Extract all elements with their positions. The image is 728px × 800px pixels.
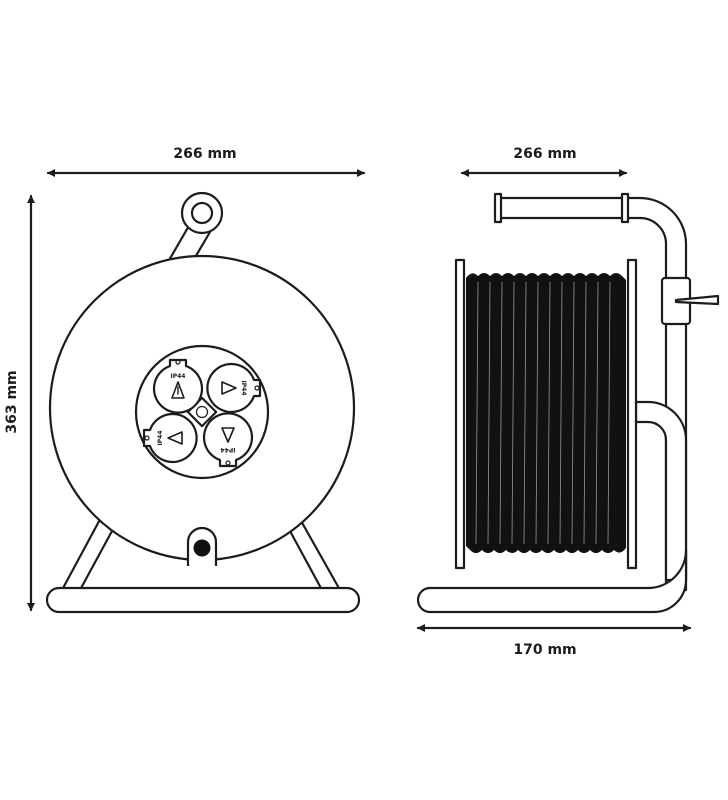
side-clamp-pin <box>674 294 720 306</box>
side-cable-strands <box>475 281 611 545</box>
side-base-bar <box>416 548 688 614</box>
side-top-label: 266 mm <box>513 146 576 162</box>
socket-bottom-right: IP44 <box>202 412 254 468</box>
front-width-dimension: 266 mm <box>46 146 366 177</box>
side-handle-flange-left <box>493 192 503 224</box>
front-handle-ring-hole <box>190 201 214 225</box>
socket-bottom-left-ip-label: IP44 <box>157 431 164 446</box>
socket-top-left: IP44 <box>152 358 204 414</box>
front-view: 266 mm 363 mm IP44 <box>4 146 366 614</box>
side-reel-flange-right <box>626 258 638 570</box>
socket-bottom-left: IP44 <box>142 412 198 464</box>
warning-triangle-icon <box>221 381 237 395</box>
side-bottom-dimension: 170 mm <box>416 624 692 658</box>
side-top-dimension: 266 mm <box>460 146 628 177</box>
socket-top-right-ip-label: IP44 <box>240 381 247 396</box>
front-height-label: 363 mm <box>4 370 20 433</box>
front-height-dimension: 363 mm <box>4 194 35 612</box>
side-cable-coil <box>466 273 626 553</box>
warning-triangle-icon <box>171 381 185 399</box>
side-frame-loop <box>634 400 688 582</box>
socket-top-left-ip-label: IP44 <box>171 373 186 380</box>
front-base-bar <box>45 586 361 614</box>
side-bottom-label: 170 mm <box>513 642 576 658</box>
side-handle-flange-right <box>620 192 630 224</box>
side-view: 266 mm 170 mm <box>416 146 720 658</box>
socket-top-right: IP44 <box>206 362 262 414</box>
side-reel-flange-left <box>454 258 466 570</box>
front-crank-knob <box>193 539 211 557</box>
socket-bottom-right-ip-label: IP44 <box>221 446 236 453</box>
warning-triangle-icon <box>167 431 183 445</box>
front-width-label: 266 mm <box>173 146 236 162</box>
warning-triangle-icon <box>221 427 235 443</box>
